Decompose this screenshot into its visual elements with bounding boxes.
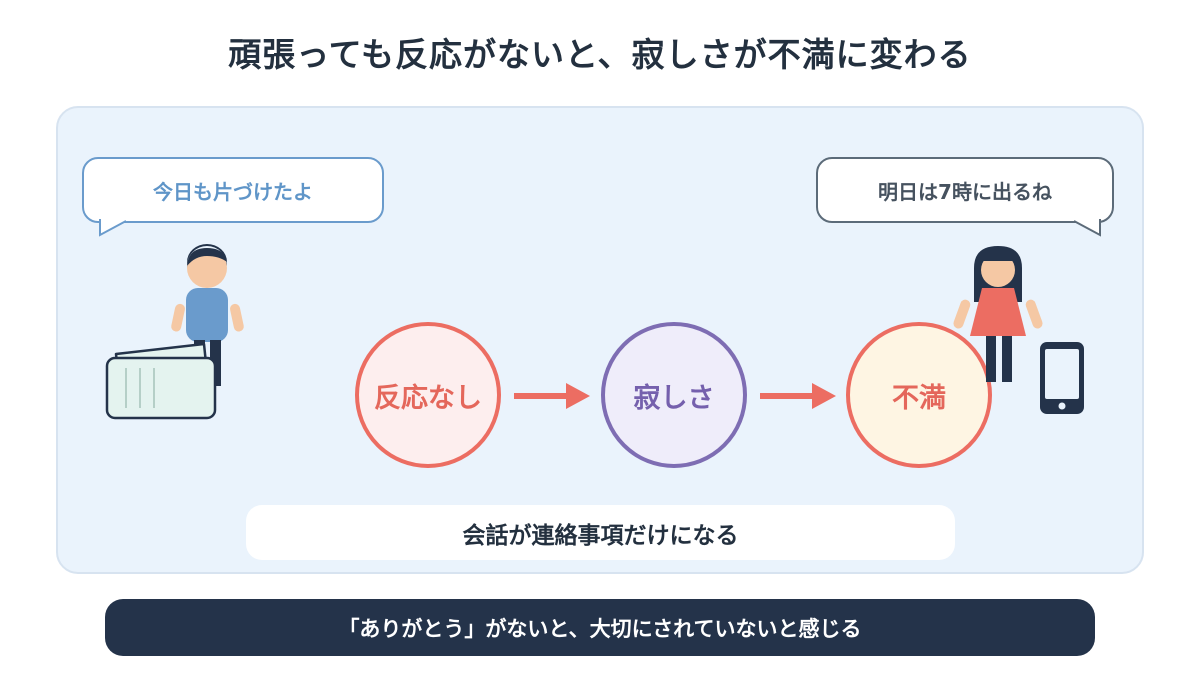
conclusion-bar: 「ありがとう」がないと、大切にされていないと感じる	[105, 599, 1095, 656]
arrow-right-icon	[514, 383, 590, 409]
speech-bubble-woman-tail	[1070, 219, 1101, 237]
speech-bubble-man-tail	[99, 219, 130, 237]
laundry-basket-icon	[105, 342, 217, 420]
flow-step-no-reaction: 反応なし	[355, 322, 501, 468]
conclusion-text: 「ありがとう」がないと、大切にされていないと感じる	[338, 616, 862, 641]
flow-step-dissatisfaction-label: 不満	[892, 382, 946, 414]
flow-step-dissatisfaction: 不満	[846, 322, 992, 468]
result-text: 会話が連絡事項だけになる	[462, 522, 739, 549]
speech-bubble-woman-text: 明日は7時に出るね	[878, 179, 1052, 204]
speech-bubble-woman: 明日は7時に出るね	[816, 157, 1114, 223]
flow-step-no-reaction-label: 反応なし	[374, 382, 482, 414]
speech-bubble-man: 今日も片づけたよ	[82, 157, 384, 223]
woman-figure	[953, 246, 1043, 382]
speech-bubble-man-text: 今日も片づけたよ	[153, 179, 313, 204]
flow-step-loneliness: 寂しさ	[601, 322, 747, 468]
result-box: 会話が連絡事項だけになる	[246, 505, 955, 560]
flow-step-loneliness-label: 寂しさ	[633, 382, 715, 414]
smartphone-icon	[1040, 342, 1084, 414]
page-title: 頑張っても反応がないと、寂しさが不満に変わる	[228, 35, 972, 74]
arrow-right-icon	[760, 383, 836, 409]
